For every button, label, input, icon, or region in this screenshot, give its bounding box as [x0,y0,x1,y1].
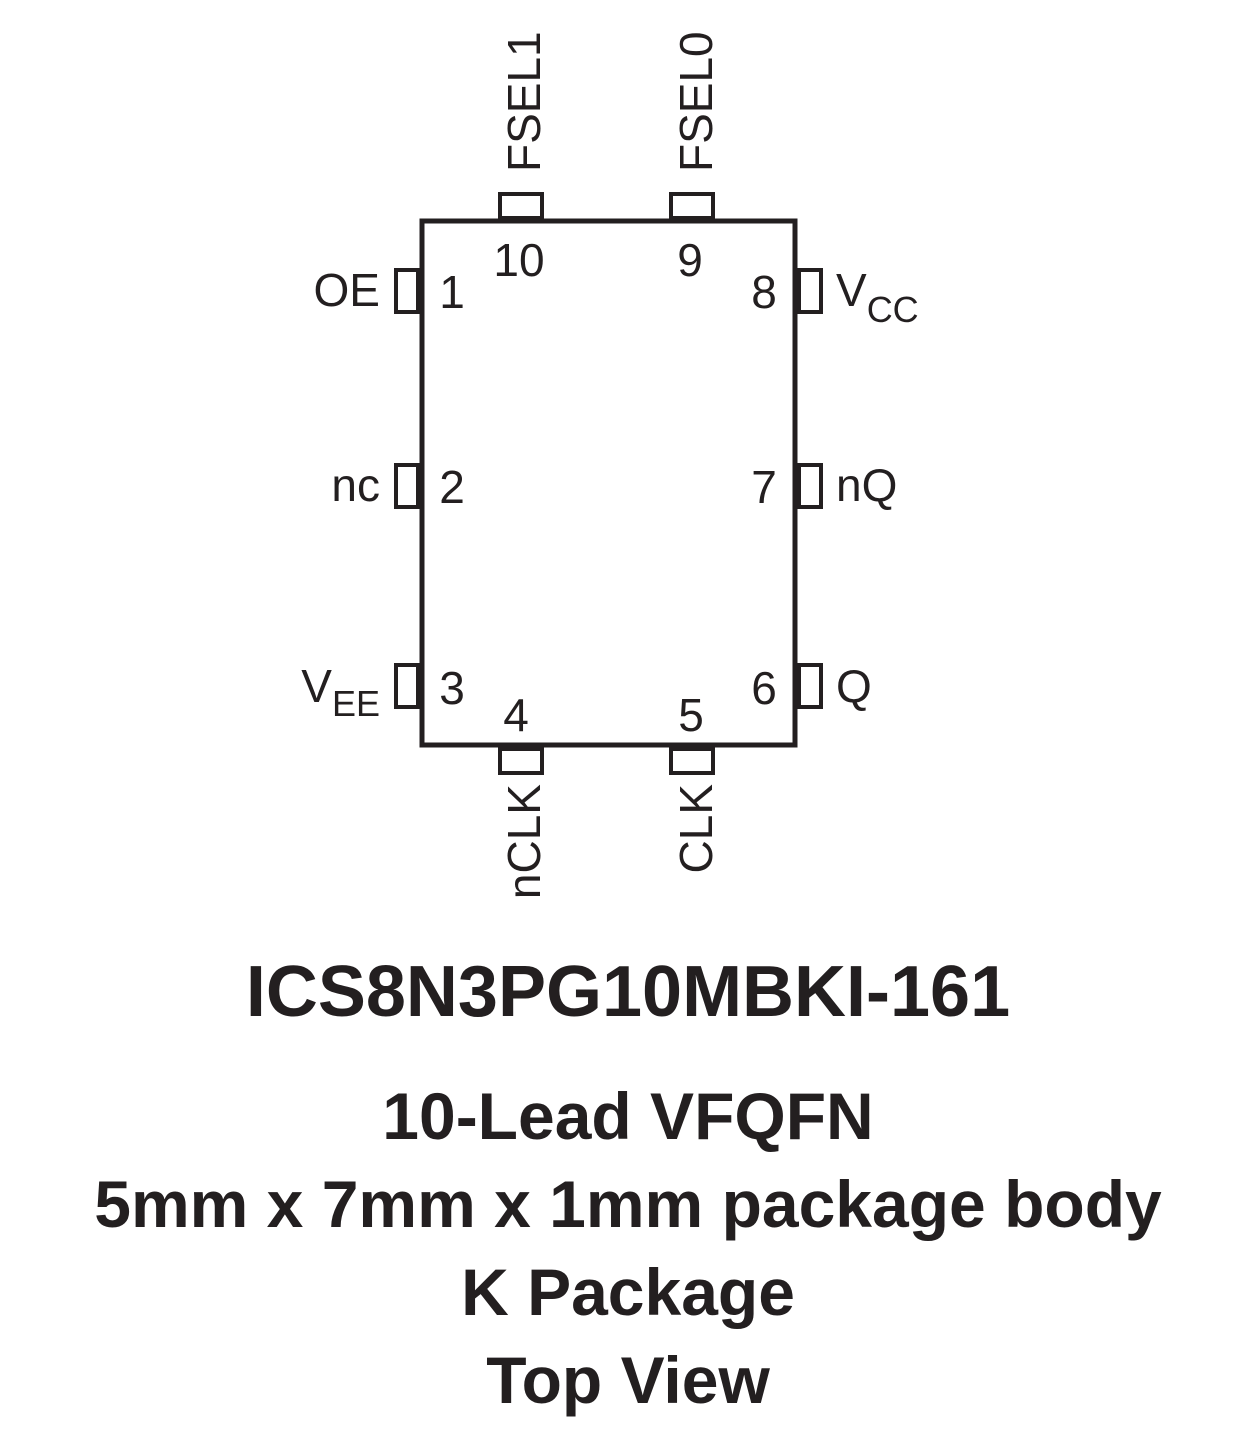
pin-9-number: 9 [677,234,703,286]
package-caption: 10-Lead VFQFN 5mm x 7mm x 1mm package bo… [0,1072,1256,1424]
pin-9-name: FSEL0 [670,31,722,172]
pin-7-number: 7 [751,461,777,513]
pin-8-name-subscript: CC [867,289,919,330]
pin-2-number: 2 [439,461,465,513]
pin-4-pad [498,747,544,775]
pin-5-pad [669,747,715,775]
pin-3-pad [394,663,420,709]
package-pinout-diagram: 1 2 3 4 5 6 7 8 9 10 OE nc VEE VCC nQ Q … [301,31,919,899]
pin-10-number: 10 [493,234,544,286]
pin-1-pad [394,268,420,314]
pin-1-name: OE [314,264,380,316]
caption-body-size: 5mm x 7mm x 1mm package body [94,1167,1162,1241]
pin-7-pad [797,463,823,509]
pin-4-number: 4 [503,689,529,741]
pin-5-number: 5 [678,689,704,741]
pin-6-number: 6 [751,662,777,714]
pin-8-number: 8 [751,266,777,318]
pin-2-pad [394,463,420,509]
pin-9-pad [669,192,715,220]
part-number: ICS8N3PG10MBKI-161 [245,952,1011,1032]
pin-6-pad [797,663,823,709]
pin-1-number: 1 [439,266,465,318]
pin-3-name: V [301,660,332,712]
pin-8-name: V [836,264,867,316]
pin-3-number: 3 [439,662,465,714]
pin-3-name-subscript: EE [332,683,380,724]
pin-5-name: CLK [670,784,722,874]
caption-package-code: K Package [461,1255,795,1329]
pin-7-name: nQ [836,459,897,511]
pin-10-pad [498,192,544,220]
pin-4-name: nCLK [498,784,550,899]
package-body [419,218,798,748]
pin-8-pad [797,268,823,314]
pin-10-name: FSEL1 [498,31,550,172]
pin-8-name-group: VCC [836,264,919,330]
pin-6-name: Q [836,660,872,712]
caption-lead-type: 10-Lead VFQFN [382,1079,874,1153]
pin-2-name: nc [331,459,380,511]
pin-3-name-group: VEE [301,660,380,724]
caption-view: Top View [486,1343,770,1417]
